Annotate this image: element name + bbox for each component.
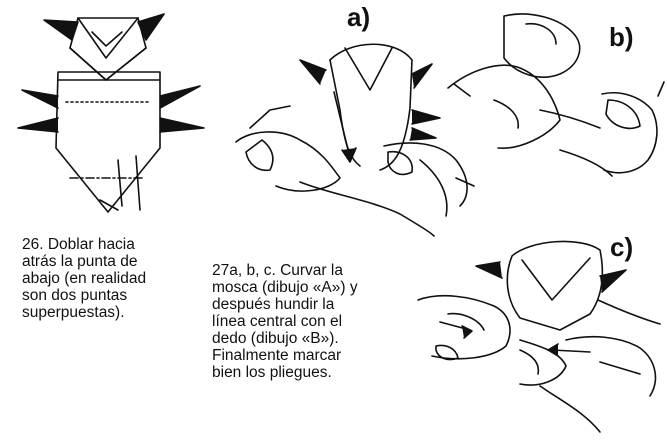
step27a-hands-diagram — [235, 43, 475, 237]
step27-label-c: c) — [610, 232, 634, 262]
step27-label-a: a) — [347, 2, 371, 32]
spike-top-left — [43, 19, 79, 41]
step26-fold-diagram — [17, 13, 205, 213]
step27c-hands-diagram — [417, 240, 661, 433]
step26-caption: 26. Doblar hacia atrás la punta de abajo… — [22, 236, 147, 321]
spike-top-right — [137, 13, 165, 41]
step27b-hands-diagram — [447, 13, 665, 177]
step27-label-b: b) — [609, 22, 634, 52]
step27-caption: 27a, b, c. Curvar la mosca (dibujo «A») … — [212, 262, 358, 381]
